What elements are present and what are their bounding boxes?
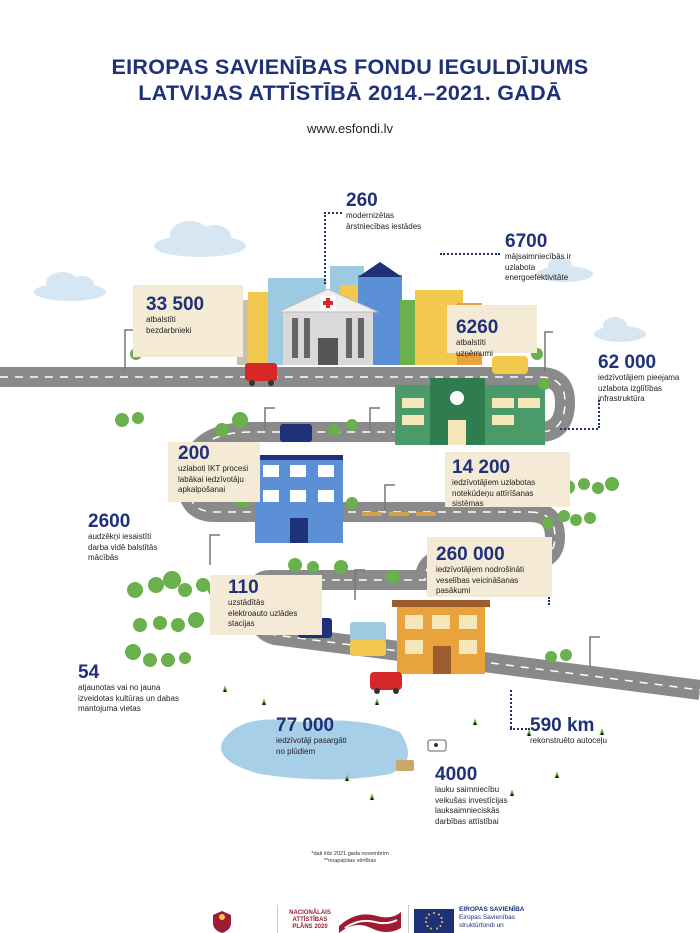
stat-unemployed: 33 500 atbalstīti bezdarbnieki	[146, 295, 206, 336]
buildings	[237, 262, 482, 365]
nap-line-2: ATTĪSTĪBAS	[292, 917, 328, 923]
website-link[interactable]: www.esfondi.lv	[307, 121, 393, 136]
stat-number: 14 200	[452, 457, 511, 478]
stat-farms: 4000 lauku saimniecību veikušas investīc…	[435, 765, 520, 827]
stat-text: atbalstīti bezdarbnieki	[146, 315, 192, 335]
stat-number: 4000	[435, 764, 478, 785]
stat-text: mājsaimniecībās ir uzlabota energoefekti…	[505, 252, 572, 282]
cows	[396, 739, 447, 771]
eu-logo-text: EIROPAS SAVIENĪBA Eiropas Savienības str…	[459, 906, 525, 930]
title-line-2: LATVIJAS ATTĪSTĪBĀ 2014.–2021. GADĀ	[138, 81, 562, 105]
latvia-coat-of-arms-icon	[207, 909, 237, 933]
stat-number: 62 000	[598, 352, 657, 373]
stat-education: 62 000 iedzīvotājiem pieejama uzlabota i…	[598, 353, 696, 405]
stat-text: uzstādītās elektroauto uzlādes stacijas	[228, 598, 298, 628]
nap-flag-icon	[337, 908, 403, 933]
leader-line-hospitals-h	[324, 212, 342, 214]
stat-text: lauku saimniecību veikušas investīcijas …	[435, 785, 508, 826]
benches	[362, 512, 436, 516]
footnotes: *dati līdz 2021.gada novembrim **noapaļo…	[290, 851, 410, 865]
office-building	[255, 455, 343, 543]
stat-number: 260	[346, 190, 378, 211]
nap-line-3: PLĀNS 2020	[292, 924, 328, 930]
leader-line-energy	[440, 253, 500, 255]
nap-logo-text: NACIONĀLAIS ATTĪSTĪBAS PLĀNS 2020	[284, 910, 336, 931]
stat-number: 6700	[505, 231, 548, 252]
stat-text: audzēkņi iesaistīti darba vidē balstītās…	[88, 532, 158, 562]
footer-divider-2	[408, 905, 409, 933]
stat-floods: 77 000 iedzīvotāji pasargāti no plūdiem	[276, 716, 356, 757]
stat-box-wastewater	[445, 452, 570, 507]
stat-charging: 110 uzstādītās elektroauto uzlādes staci…	[228, 578, 298, 630]
stat-heritage: 54 atjaunotas vai no jauna izveidotas ku…	[78, 663, 180, 715]
stat-health: 260 000 iedzīvotājiem nodrošināti veselī…	[436, 545, 548, 597]
leader-line-roads-h	[510, 728, 530, 730]
stat-number: 77 000	[276, 715, 335, 736]
stat-number: 200	[178, 443, 210, 464]
stat-box-companies	[447, 305, 537, 353]
leader-line-hospitals	[324, 212, 326, 284]
leader-line-education-h	[560, 428, 598, 430]
eu-flag-icon	[414, 909, 454, 933]
stat-text: atbalstīti uzņēmumi	[456, 338, 493, 358]
stat-number: 33 500	[146, 294, 205, 315]
lake	[221, 719, 408, 780]
trees	[115, 348, 619, 667]
stat-roads: 590 km rekonstruēto autoceļu	[530, 716, 630, 747]
eu-line-1: Eiropas Savienības	[459, 914, 516, 921]
stat-text: atjaunotas vai no jauna izveidotas kultū…	[78, 683, 179, 713]
stat-text: modernizētas ārstniecības iestādes	[346, 211, 422, 231]
leader-line-education	[598, 400, 600, 428]
stat-number: 260 000	[436, 544, 505, 565]
health-building	[392, 600, 490, 674]
stat-number: 590 km	[530, 715, 595, 736]
stat-box-unemployed	[133, 285, 243, 357]
stat-text: uzlaboti IKT procesi labākai iedzīvotāju…	[178, 464, 249, 494]
stat-text: rekonstruēto autoceļu	[530, 736, 607, 745]
eu-title: EIROPAS SAVIENĪBA	[459, 906, 525, 913]
stat-number: 2600	[88, 511, 131, 532]
clouds	[34, 221, 646, 342]
leader-line-health	[548, 597, 550, 605]
footnote-date: *dati līdz 2021.gada novembrim	[311, 851, 389, 857]
footnote-rounded: **noapaļotas vērtības	[323, 858, 377, 864]
stat-hospitals: 260 modernizētas ārstniecības iestādes	[346, 191, 436, 232]
grass	[222, 685, 605, 801]
title-line-1: EIROPAS SAVIENĪBAS FONDU IEGULDĪJUMS	[111, 55, 589, 79]
stat-text: iedzīvotājiem uzlabotas notekūdeņu attīr…	[452, 478, 536, 508]
stat-text: iedzīvotājiem pieejama uzlabota izglītīb…	[598, 373, 680, 403]
stat-students: 2600 audzēkņi iesaistīti darba vidē bals…	[88, 512, 168, 564]
stat-energy: 6700 mājsaimniecībās ir uzlabota energoe…	[505, 232, 585, 284]
stat-wastewater: 14 200 iedzīvotājiem uzlabotas notekūdeņ…	[452, 458, 567, 510]
stat-number: 110	[228, 577, 259, 598]
stat-box-health	[427, 537, 552, 597]
eu-line-2: struktūrfondi un	[459, 922, 504, 929]
stat-box-charging	[210, 575, 322, 635]
school-building	[395, 378, 545, 445]
stat-number: 54	[78, 662, 100, 683]
stat-text: iedzīvotājiem nodrošināti veselības veic…	[436, 565, 525, 595]
stat-ict: 200 uzlaboti IKT procesi labākai iedzīvo…	[178, 444, 260, 496]
stat-companies: 6260 atbalstīti uzņēmumi	[456, 318, 516, 359]
leader-line-roads	[510, 690, 512, 728]
street-lamps	[124, 329, 600, 667]
nap-line-1: NACIONĀLAIS	[289, 910, 331, 916]
footer-divider	[277, 905, 278, 933]
stat-box-ict	[168, 442, 260, 502]
stat-number: 6260	[456, 317, 499, 338]
stat-text: iedzīvotāji pasargāti no plūdiem	[276, 736, 347, 756]
